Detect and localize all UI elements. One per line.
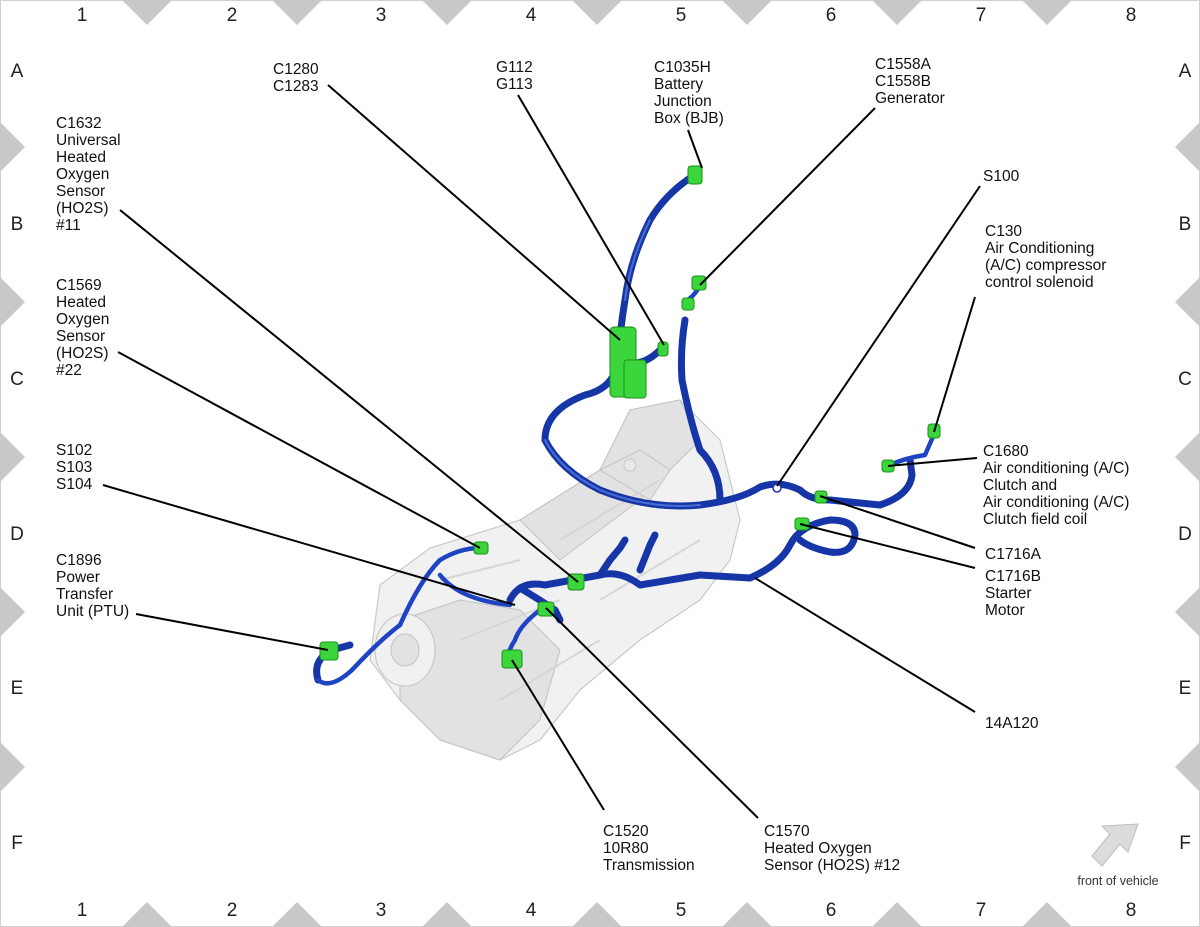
- column-label-bottom: 2: [227, 900, 238, 921]
- connector-c1558-b: [681, 297, 695, 311]
- callout-c1558: C1558A C1558B Generator: [875, 56, 945, 107]
- leader-c1035h: [687, 129, 703, 169]
- callout-14a120: 14A120: [985, 715, 1039, 732]
- column-label-bottom: 7: [976, 900, 987, 921]
- row-label-left: E: [11, 678, 24, 699]
- column-label-bottom: 8: [1126, 900, 1137, 921]
- callout-c1716a: C1716A: [985, 546, 1042, 563]
- column-label-top: 2: [227, 5, 238, 26]
- callout-c1520: C1520 10R80 Transmission: [603, 823, 695, 874]
- leader-s100: [776, 185, 981, 487]
- leader-c1716a: [819, 495, 976, 549]
- connector-c1520: [501, 649, 523, 669]
- row-label-left: C: [10, 369, 24, 390]
- row-label-left: F: [11, 833, 23, 854]
- arrow-up-right-icon: [1091, 823, 1139, 867]
- leader-c1280: [327, 84, 621, 341]
- column-label-top: 1: [77, 5, 88, 26]
- column-label-top: 8: [1126, 5, 1137, 26]
- callout-c1569: C1569 Heated Oxygen Sensor (HO2S) #22: [56, 277, 114, 379]
- callout-s100: S100: [983, 168, 1020, 185]
- column-label-top: 4: [526, 5, 537, 26]
- column-label-top: 5: [676, 5, 687, 26]
- callout-c1716b: C1716B Starter Motor: [985, 568, 1045, 619]
- column-label-top: 3: [376, 5, 387, 26]
- row-label-right: D: [1178, 524, 1192, 545]
- column-label-bottom: 6: [826, 900, 837, 921]
- callout-c1680: C1680 Air conditioning (A/C) Clutch and …: [983, 443, 1134, 528]
- connectors: [319, 165, 941, 669]
- leader-c1570: [545, 607, 759, 819]
- leader-c1558: [699, 107, 876, 286]
- leader-c1632: [119, 209, 579, 583]
- leader-14a120: [754, 577, 976, 713]
- row-label-right: C: [1178, 369, 1192, 390]
- connector-c1035h: [687, 165, 703, 185]
- column-label-bottom: 1: [77, 900, 88, 921]
- leader-c1569: [117, 351, 481, 549]
- leader-g112: [517, 94, 665, 346]
- row-label-left: A: [11, 61, 24, 82]
- row-label-right: F: [1179, 833, 1191, 854]
- column-label-top: 6: [826, 5, 837, 26]
- column-label-bottom: 3: [376, 900, 387, 921]
- leader-c1896: [135, 613, 329, 651]
- row-label-right: A: [1179, 61, 1192, 82]
- callout-c1632: C1632 Universal Heated Oxygen Sensor (HO…: [56, 115, 125, 234]
- connector-g112: [623, 359, 647, 399]
- orientation-indicator: front of vehicle: [1077, 823, 1159, 888]
- callout-c1896: C1896 Power Transfer Unit (PTU): [56, 552, 129, 620]
- connector-c1569: [473, 541, 489, 555]
- leader-c1680: [887, 457, 978, 467]
- callout-g112: G112 G113: [496, 59, 537, 93]
- row-label-left: B: [11, 214, 24, 235]
- callout-c130: C130 Air Conditioning (A/C) compressor c…: [985, 223, 1111, 291]
- leader-c1716b: [799, 523, 976, 569]
- callout-c1280: C1280 C1283: [273, 61, 323, 95]
- row-label-right: B: [1179, 214, 1192, 235]
- connector-c1896: [319, 641, 339, 661]
- column-label-top: 7: [976, 5, 987, 26]
- leader-s102: [102, 484, 516, 606]
- callout-labels: C1280 C1283 G112 G113 C1035H Battery Jun…: [56, 56, 1134, 874]
- leader-lines: [102, 84, 981, 819]
- column-label-bottom: 5: [676, 900, 687, 921]
- grid-labels: 1 2 3 4 5 6 7 8 1 2 3 4 5 6 7 8 A B C D …: [10, 5, 1192, 921]
- leader-c1520: [511, 659, 605, 811]
- connector-c1558: [691, 275, 707, 291]
- column-label-bottom: 4: [526, 900, 537, 921]
- row-label-right: E: [1179, 678, 1192, 699]
- callout-c1570: C1570 Heated Oxygen Sensor (HO2S) #12: [764, 823, 900, 874]
- callout-c1035h: C1035H Battery Junction Box (BJB): [654, 59, 724, 127]
- row-label-left: D: [10, 524, 24, 545]
- callout-s102: S102 S103 S104: [56, 442, 97, 493]
- splice-s100: [772, 483, 782, 493]
- orientation-label: front of vehicle: [1077, 874, 1158, 888]
- leader-c130: [933, 296, 976, 433]
